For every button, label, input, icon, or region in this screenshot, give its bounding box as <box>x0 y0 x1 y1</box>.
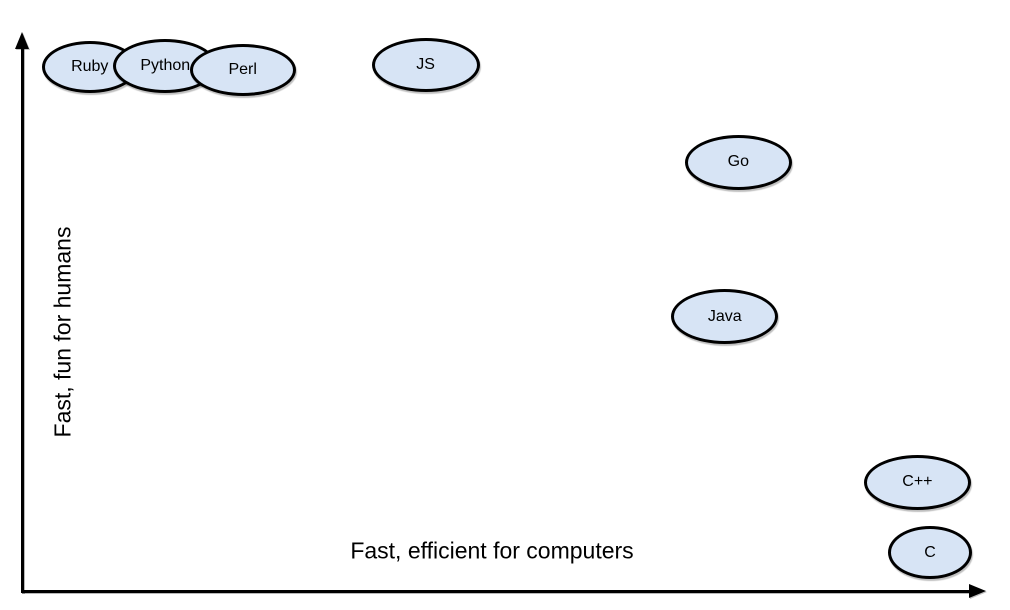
language-label: Java <box>707 307 742 325</box>
language-ellipse-perl: Perl <box>189 44 296 97</box>
language-ellipse-c: C <box>887 526 972 580</box>
language-label: Python <box>140 56 191 74</box>
x-axis-arrowhead-icon <box>969 584 986 598</box>
language-ellipse-go: Go <box>684 134 792 190</box>
language-label: Ruby <box>71 58 109 76</box>
language-ellipse-cplusplus: C++ <box>863 454 971 510</box>
y-axis-arrowhead-icon <box>15 32 29 49</box>
language-label: JS <box>416 56 435 74</box>
language-label: C++ <box>902 473 933 491</box>
language-label: Go <box>727 153 749 171</box>
y-axis-line <box>21 46 24 593</box>
language-label: Perl <box>228 61 257 79</box>
language-label: C <box>924 543 936 561</box>
language-ellipse-java: Java <box>671 289 779 345</box>
y-axis-label: Fast, fun for humans <box>49 226 76 438</box>
language-ellipse-js: JS <box>371 38 480 93</box>
x-axis-label: Fast, efficient for computers <box>350 537 634 564</box>
x-axis-line <box>21 590 972 593</box>
